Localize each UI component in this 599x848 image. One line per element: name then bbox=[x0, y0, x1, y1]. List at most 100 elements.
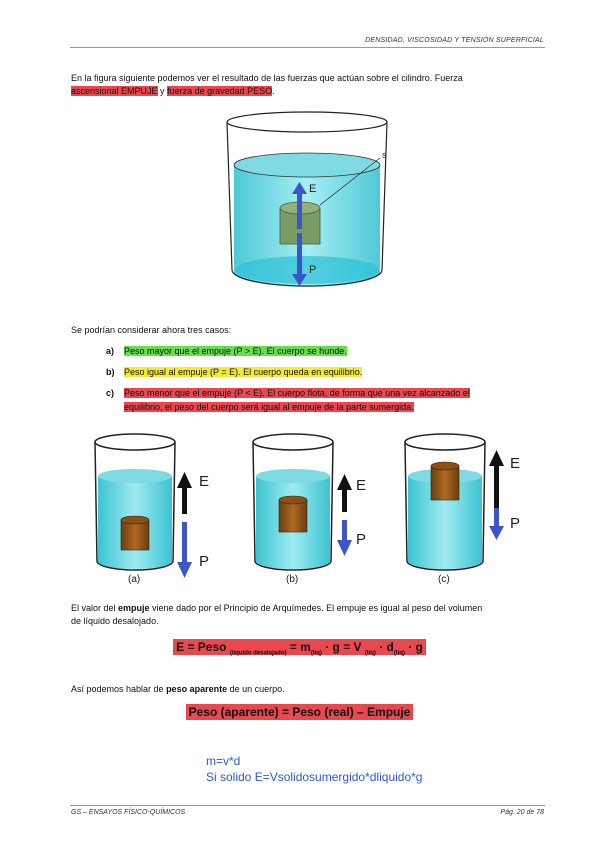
intro-line-1: En la figura siguiente podemos ver el re… bbox=[71, 73, 463, 83]
water-surface bbox=[233, 152, 381, 178]
three-cases-figure: E P (a) E P (b) E P (c) bbox=[94, 433, 520, 585]
beaker-rim bbox=[226, 111, 388, 133]
panel-a-arrow-p-head bbox=[177, 562, 192, 578]
formula1-c-sub: (líq) bbox=[364, 650, 376, 657]
note-line-2: Si solido E=Vsolidosumergido*dliquido*g bbox=[206, 770, 423, 784]
panel-a-body bbox=[120, 519, 150, 551]
note-line-1: m=v*d bbox=[206, 754, 241, 768]
pointer-line bbox=[319, 157, 381, 206]
case-c: c) Peso menor que el empuje (P < E). El c… bbox=[106, 387, 546, 400]
panel-c-rim bbox=[404, 433, 486, 451]
intro-line-2: ascensional EMPUJE y fuerza de gravedad … bbox=[71, 85, 541, 98]
case-c-text-2: equilibrio, el peso del cuerpo será igua… bbox=[124, 402, 414, 412]
panel-c-arrow-p-shaft bbox=[494, 508, 499, 528]
panel-a-label-p: P bbox=[199, 553, 209, 570]
panel-c-wall bbox=[404, 441, 486, 571]
panel-c-body bbox=[430, 465, 460, 501]
apparent-bold: peso aparente bbox=[166, 684, 228, 694]
case-b-text: Peso igual al empuje (P = E). El cuerpo … bbox=[124, 367, 363, 377]
formula-apparent-row: Peso (aparente) = Peso (real) – Empuje bbox=[0, 703, 599, 721]
panel-b-surface bbox=[256, 469, 330, 483]
archimedes-bold: empuje bbox=[118, 603, 150, 613]
apparent-pre: Así podemos hablar de bbox=[71, 684, 167, 694]
archimedes-paragraph: El valor del empuje viene dado por el Pr… bbox=[71, 602, 543, 628]
archimedes-pre: El valor del bbox=[71, 603, 119, 613]
footer-left: GS – ENSAYOS FÍSICO-QUÍMICOS bbox=[71, 809, 186, 816]
panel-b-label-p: P bbox=[356, 531, 366, 548]
footer-divider bbox=[70, 805, 545, 806]
formula-empuje: E = Peso (líquido desalojado) = m(líq) ·… bbox=[173, 639, 426, 657]
panel-b: E P (b) bbox=[252, 433, 366, 585]
header-divider bbox=[70, 47, 545, 48]
intro-paragraph: En la figura siguiente podemos ver el re… bbox=[71, 72, 541, 98]
panel-c-label-p: P bbox=[510, 515, 520, 532]
archimedes-line-2: de líquido desalojado. bbox=[71, 616, 159, 626]
apparent-post: de un cuerpo. bbox=[227, 684, 285, 694]
case-c-text-1: Peso menor que el empuje (P < E). El cue… bbox=[124, 388, 470, 398]
panel-a-surface bbox=[98, 469, 172, 483]
panel-c-arrow-e-head bbox=[489, 450, 504, 466]
panel-a-wall bbox=[94, 441, 176, 571]
panel-c-body-top bbox=[430, 461, 460, 471]
page-header: DENSIDAD, VISCOSIDAD Y TENSIÓN SUPERFICI… bbox=[365, 37, 544, 44]
formula1-a: E = Peso bbox=[176, 640, 230, 654]
archimedes-post: viene dado por el Principio de Arquímede… bbox=[149, 603, 483, 613]
panel-a: E P (a) bbox=[94, 433, 209, 585]
case-a-label: a) bbox=[106, 346, 115, 356]
arrow-p-shaft bbox=[297, 233, 302, 275]
panel-b-rim bbox=[252, 433, 334, 451]
panel-a-caption: (a) bbox=[128, 574, 140, 585]
panel-c-caption: (c) bbox=[438, 574, 450, 585]
formula1-b: = m bbox=[286, 640, 311, 654]
panel-b-body-top bbox=[278, 495, 308, 505]
panel-a-arrow-p-shaft bbox=[182, 522, 187, 564]
formula-apparent: Peso (aparente) = Peso (real) – Empuje bbox=[185, 704, 414, 720]
panel-a-label-e: E bbox=[199, 473, 209, 490]
panel-b-arrow-e-shaft bbox=[342, 488, 347, 512]
formula1-e: · g bbox=[404, 640, 423, 654]
cases-intro: Se podrían considerar ahora tres casos: bbox=[71, 325, 232, 335]
arrow-p-head bbox=[292, 274, 307, 286]
case-b: b) Peso igual al empuje (P = E). El cuerp… bbox=[106, 366, 546, 379]
panel-c-arrow-p-head bbox=[489, 526, 504, 540]
beaker-figure: E P s bbox=[226, 111, 388, 287]
formula1-b-sub: (líq) bbox=[310, 650, 322, 657]
footer-page-number: Pág. 20 de 78 bbox=[500, 809, 544, 816]
case-b-label: b) bbox=[106, 367, 115, 377]
label-p: P bbox=[309, 264, 316, 276]
case-a: a) Peso mayor que el empuje (P > E). El c… bbox=[106, 345, 546, 358]
arrow-e-head bbox=[292, 182, 307, 194]
panel-c-arrow-e-shaft bbox=[494, 464, 499, 518]
panel-b-arrow-p-head bbox=[337, 540, 352, 556]
panel-c-label-e: E bbox=[510, 455, 520, 472]
panel-a-arrow-e-shaft bbox=[182, 486, 187, 514]
label-s: s bbox=[382, 150, 387, 160]
archimedes-line-1: El valor del empuje viene dado por el Pr… bbox=[71, 602, 543, 615]
panel-b-arrow-p-shaft bbox=[342, 520, 347, 542]
panel-b-label-e: E bbox=[356, 477, 366, 494]
case-a-text: Peso mayor que el empuje (P > E). El cue… bbox=[124, 346, 347, 356]
label-e: E bbox=[309, 183, 316, 195]
panel-b-wall bbox=[252, 441, 334, 571]
formula1-d-sub: (líq) bbox=[393, 650, 405, 657]
intro-end: . bbox=[272, 86, 275, 96]
panel-c: E P (c) bbox=[404, 433, 520, 585]
beaker-bottom bbox=[235, 256, 379, 284]
formula1-d: · d bbox=[375, 640, 394, 654]
highlight-empuje: ascensional EMPUJE bbox=[71, 86, 158, 96]
formula-empuje-row: E = Peso (líquido desalojado) = m(líq) ·… bbox=[0, 638, 599, 656]
panel-a-body-top bbox=[120, 515, 150, 525]
case-c-continued: equilibrio, el peso del cuerpo será igua… bbox=[124, 401, 544, 414]
panel-a-rim bbox=[94, 433, 176, 451]
formula1-c: · g = V bbox=[321, 640, 365, 654]
panel-c-water bbox=[408, 476, 482, 569]
formula1-a-sub: (líquido desalojado) bbox=[229, 650, 287, 657]
panel-b-arrow-e-head bbox=[337, 474, 352, 490]
case-c-label: c) bbox=[106, 388, 115, 398]
apparent-weight-paragraph: Así podemos hablar de peso aparente de u… bbox=[71, 683, 285, 696]
highlight-peso: fuerza de gravedad PESO bbox=[167, 86, 273, 96]
panel-b-caption: (b) bbox=[286, 574, 298, 585]
intro-conj: y bbox=[157, 86, 168, 96]
arrow-e-shaft bbox=[297, 193, 302, 229]
panel-a-arrow-e-head bbox=[177, 472, 192, 488]
